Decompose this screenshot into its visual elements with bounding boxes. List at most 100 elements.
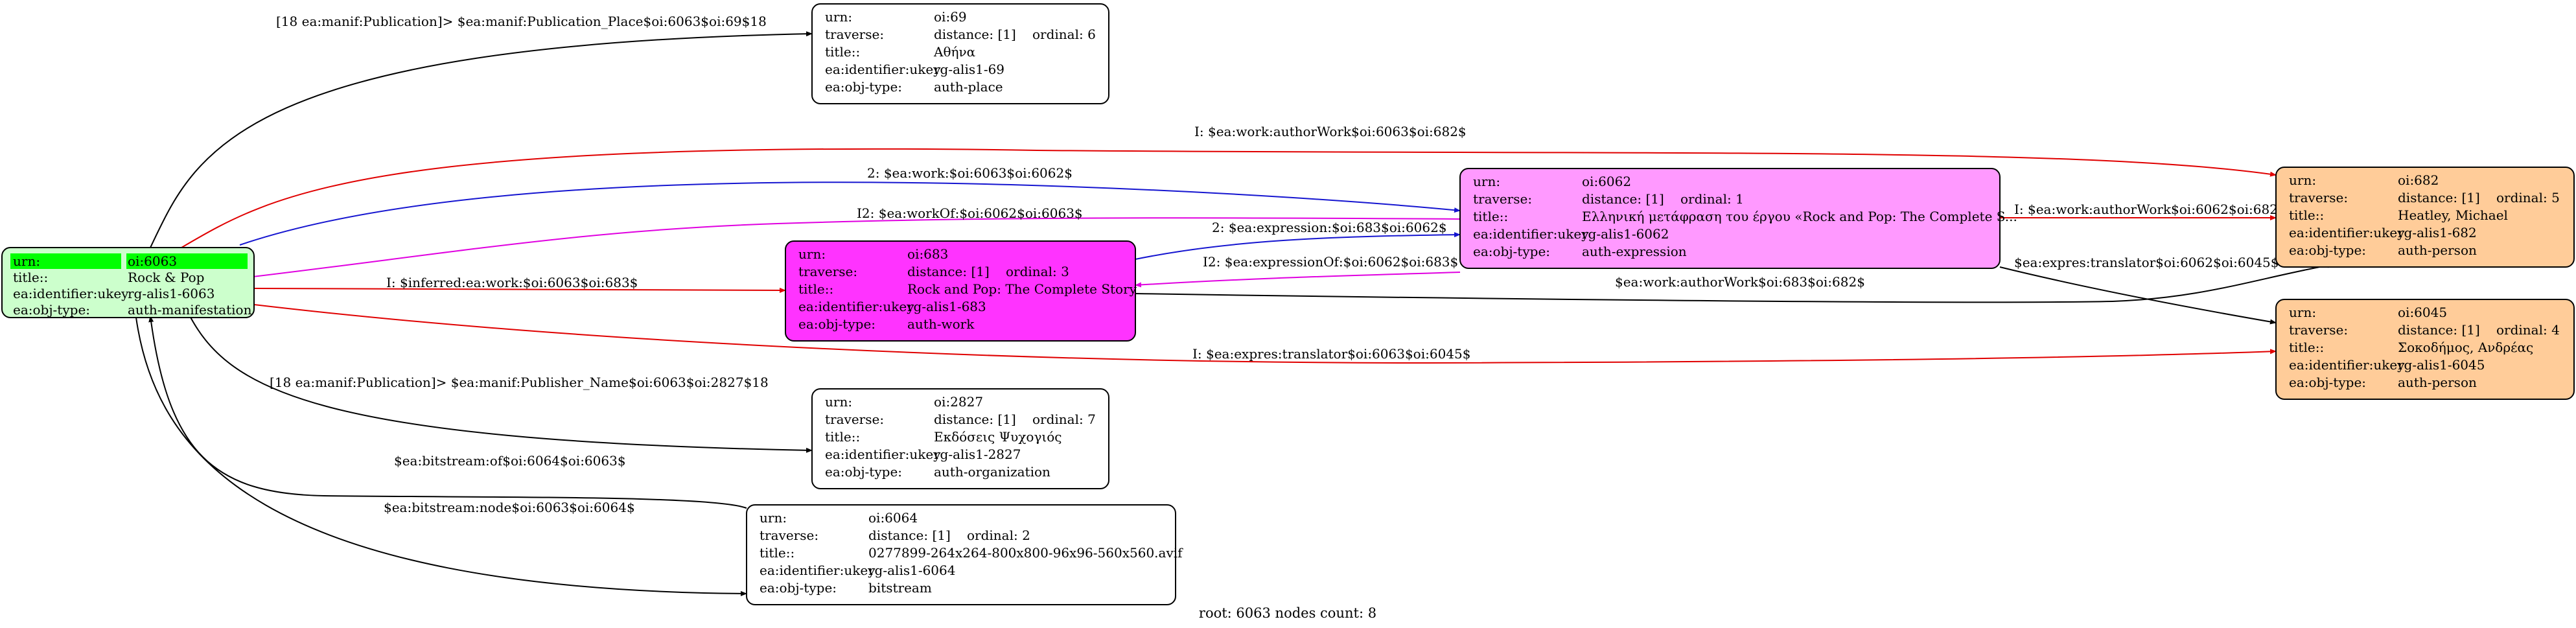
node-field-label: traverse:	[760, 528, 818, 543]
node-field-label: ea:identifier:ukey	[13, 286, 129, 301]
node-field-extra: ordinal: 2	[967, 528, 1030, 543]
node-field-label: ea:obj-type:	[2289, 375, 2366, 390]
node-field-label: traverse:	[2289, 322, 2348, 338]
edge-inferred-work-6063-683[interactable]	[253, 287, 786, 293]
node-field-value: rg-alis1-682	[2398, 225, 2477, 240]
node-field-value: distance: [1]	[2398, 190, 2480, 205]
node-field-label: title::	[1473, 209, 1508, 224]
node-field-label: urn:	[825, 394, 852, 410]
root-highlight-value	[126, 253, 248, 269]
node-field-label: traverse:	[825, 412, 884, 427]
node-field-value: distance: [1]	[868, 528, 951, 543]
node-field-label: traverse:	[1473, 191, 1532, 207]
edge-label-publisher-name: [18 ea:manif:Publication]> $ea:manif:Pub…	[270, 375, 769, 390]
node-field-label: ea:identifier:ukey	[825, 62, 941, 77]
node-field-value: oi:69	[934, 9, 967, 25]
node-field-value: 0277899-264x264-800x800-96x96-560x560.av…	[868, 545, 1183, 561]
edge-layer	[135, 31, 2334, 596]
node-field-label: urn:	[2289, 172, 2316, 188]
node-field-value: oi:6062	[1582, 174, 1631, 189]
node-field-value: rg-alis1-6045	[2398, 357, 2485, 373]
node-field-extra: ordinal: 5	[2496, 190, 2560, 205]
edge-work-6063-6062[interactable]	[239, 181, 1461, 246]
node-field-label: ea:obj-type:	[1473, 244, 1550, 259]
edge-expressionof-6062-683[interactable]	[1135, 272, 1461, 288]
node-field-value: oi:6063	[128, 253, 177, 269]
node-field-value: rg-alis1-6062	[1582, 226, 1669, 242]
node-box	[785, 240, 1136, 342]
edge-label-layer: [18 ea:manif:Publication]> $ea:manif:Pub…	[270, 14, 2286, 515]
node-field-label: title::	[13, 270, 48, 285]
node-field-value: oi:683	[907, 246, 948, 262]
edge-label-bitstream-node: $ea:bitstream:node$oi:6063$oi:6064$	[384, 500, 635, 515]
node-field-extra: ordinal: 6	[1032, 27, 1096, 42]
node-box	[746, 504, 1176, 605]
node-field-label: urn:	[825, 9, 852, 25]
edge-label-inferred-work-6063-683: I: $inferred:ea:work:$oi:6063$oi:683$	[386, 275, 638, 290]
edge-bitstream-node[interactable]	[135, 317, 747, 596]
edge-translator-6063-6045[interactable]	[253, 304, 2277, 364]
node-field-value: distance: [1]	[2398, 322, 2480, 338]
node-field-value: bitstream	[868, 580, 932, 596]
edge-expression-683-6062[interactable]	[1135, 232, 1461, 260]
edge-label-expressionof-6062-683: I2: $ea:expressionOf:$oi:6062$oi:683$	[1203, 254, 1458, 270]
node-field-value: rg-alis1-683	[907, 299, 986, 314]
edge-publication-place[interactable]	[150, 31, 813, 248]
node-field-value: auth-place	[934, 79, 1003, 95]
node-field-value: oi:682	[2398, 172, 2439, 188]
node-field-value: oi:2827	[934, 394, 983, 410]
node-field-value: oi:6064	[868, 510, 918, 526]
edge-label-work-6063-6062: 2: $ea:work:$oi:6063$oi:6062$	[867, 165, 1073, 181]
node-field-value: auth-organization	[934, 464, 1050, 480]
edge-author-work-683-682[interactable]	[1135, 262, 2334, 303]
footer-caption: root: 6063 nodes count: 8	[1199, 605, 1376, 621]
node-field-extra: ordinal: 7	[1032, 412, 1096, 427]
node-field-value: auth-person	[2398, 375, 2477, 390]
node-field-label: ea:obj-type:	[13, 302, 90, 318]
node-field-value: rg-alis1-6064	[868, 563, 955, 578]
edge-label-translator-6063-6045: I: $ea:expres:translator$oi:6063$oi:6045…	[1192, 346, 1470, 362]
node-field-value: Heatley, Michael	[2398, 207, 2508, 223]
node-field-value: Ελληνική μετάφραση του έργου «Rock and P…	[1582, 209, 2017, 224]
edge-translator-6062-6045[interactable]	[1999, 266, 2277, 325]
node-field-extra: ordinal: 3	[1006, 264, 1069, 279]
node-field-value: distance: [1]	[934, 27, 1016, 42]
node-field-label: ea:identifier:ukey	[1473, 226, 1589, 242]
node-field-extra: ordinal: 1	[1680, 191, 1744, 207]
node-field-value: Σοκοδήμος, Ανδρέας	[2398, 340, 2533, 355]
node-field-label: ea:obj-type:	[825, 79, 902, 95]
node-field-label: ea:identifier:ukey	[760, 563, 876, 578]
node-field-label: urn:	[1473, 174, 1500, 189]
root-highlight-label	[10, 253, 121, 269]
edge-label-translator-6062-6045: $ea:expres:translator$oi:6062$oi:6045$	[2014, 255, 2279, 270]
edge-label-bitstream-of: $ea:bitstream:of$oi:6064$oi:6063$	[394, 453, 626, 469]
edge-bitstream-of[interactable]	[148, 316, 747, 509]
node-field-value: rg-alis1-6063	[128, 286, 215, 301]
edge-publisher-name[interactable]	[187, 312, 813, 453]
edge-label-author-work-683-682: $ea:work:authorWork$oi:683$oi:682$	[1615, 274, 1865, 290]
node-field-value: Εκδόσεις Ψυχογιός	[934, 429, 1062, 445]
node-field-value: auth-work	[907, 316, 975, 332]
edge-label-author-work-6063-682: I: $ea:work:authorWork$oi:6063$oi:682$	[1194, 124, 1467, 139]
edge-author-work-6063-682[interactable]	[181, 148, 2277, 248]
node-field-value: auth-person	[2398, 242, 2477, 258]
node-field-label: urn:	[798, 246, 826, 262]
node-box	[2275, 167, 2575, 268]
node-field-label: ea:identifier:ukey	[798, 299, 914, 314]
node-field-label: title::	[825, 429, 860, 445]
edge-workof-6062-6063[interactable]	[247, 217, 1461, 279]
node-field-value: Αθήνα	[933, 44, 975, 60]
node-field-label: ea:obj-type:	[2289, 242, 2366, 258]
node-box	[811, 3, 1109, 104]
node-field-value: Rock and Pop: The Complete Story	[907, 281, 1137, 297]
node-field-label: ea:identifier:ukey	[2289, 357, 2405, 373]
node-field-value: Rock & Pop	[128, 270, 204, 285]
